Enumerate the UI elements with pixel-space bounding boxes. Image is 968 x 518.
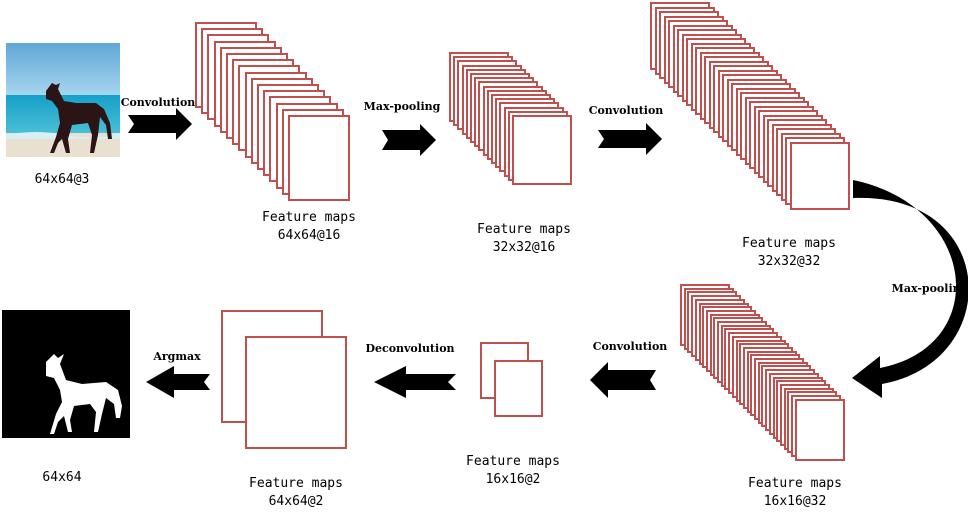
arrow-conv3 (590, 362, 656, 398)
op-label-pool2: Max-pooling (891, 282, 968, 295)
op-label-conv2: Convolution (588, 104, 664, 117)
output-horse-mask (2, 310, 130, 438)
layer-title-pool2: Feature maps (748, 476, 842, 491)
arrow-conv1 (128, 108, 192, 140)
feature-map (288, 115, 350, 201)
op-label-conv3: Convolution (592, 340, 668, 353)
op-label-deconv: Deconvolution (365, 342, 455, 355)
layer-title-conv2: Feature maps (742, 236, 836, 251)
layer-title-deconv: Feature maps (466, 454, 560, 469)
input-dims-label: 64x64@3 (34, 172, 90, 187)
op-label-argmax: Argmax (153, 350, 201, 363)
layer-dims-pool2: 16x16@32 (763, 494, 827, 509)
layer-title-up: Feature maps (249, 476, 343, 491)
layer-dims-conv2: 32x32@32 (757, 254, 821, 269)
layer-dims-up: 64x64@2 (268, 494, 324, 509)
output-dims-label: 64x64 (42, 470, 82, 485)
arrow-conv2 (598, 123, 662, 155)
op-label-conv1: Convolution (120, 96, 196, 109)
layer-dims-pool1: 32x32@16 (492, 240, 556, 255)
input-horse-photo (6, 43, 120, 157)
layer-dims-conv1: 64x64@16 (277, 228, 341, 243)
arrow-pool1 (382, 124, 436, 156)
feature-map (789, 141, 850, 210)
arrow-deconv (374, 366, 456, 398)
layer-title-pool1: Feature maps (477, 222, 571, 237)
arrow-pool2-curve (852, 180, 968, 398)
feature-map (512, 115, 572, 185)
layer-dims-deconv: 16x16@2 (485, 472, 541, 487)
feature-map (245, 336, 347, 449)
feature-map (794, 398, 845, 461)
arrow-argmax (146, 366, 210, 398)
feature-map (494, 360, 543, 417)
layer-title-conv1: Feature maps (262, 210, 356, 225)
op-label-pool1: Max-pooling (363, 100, 441, 113)
